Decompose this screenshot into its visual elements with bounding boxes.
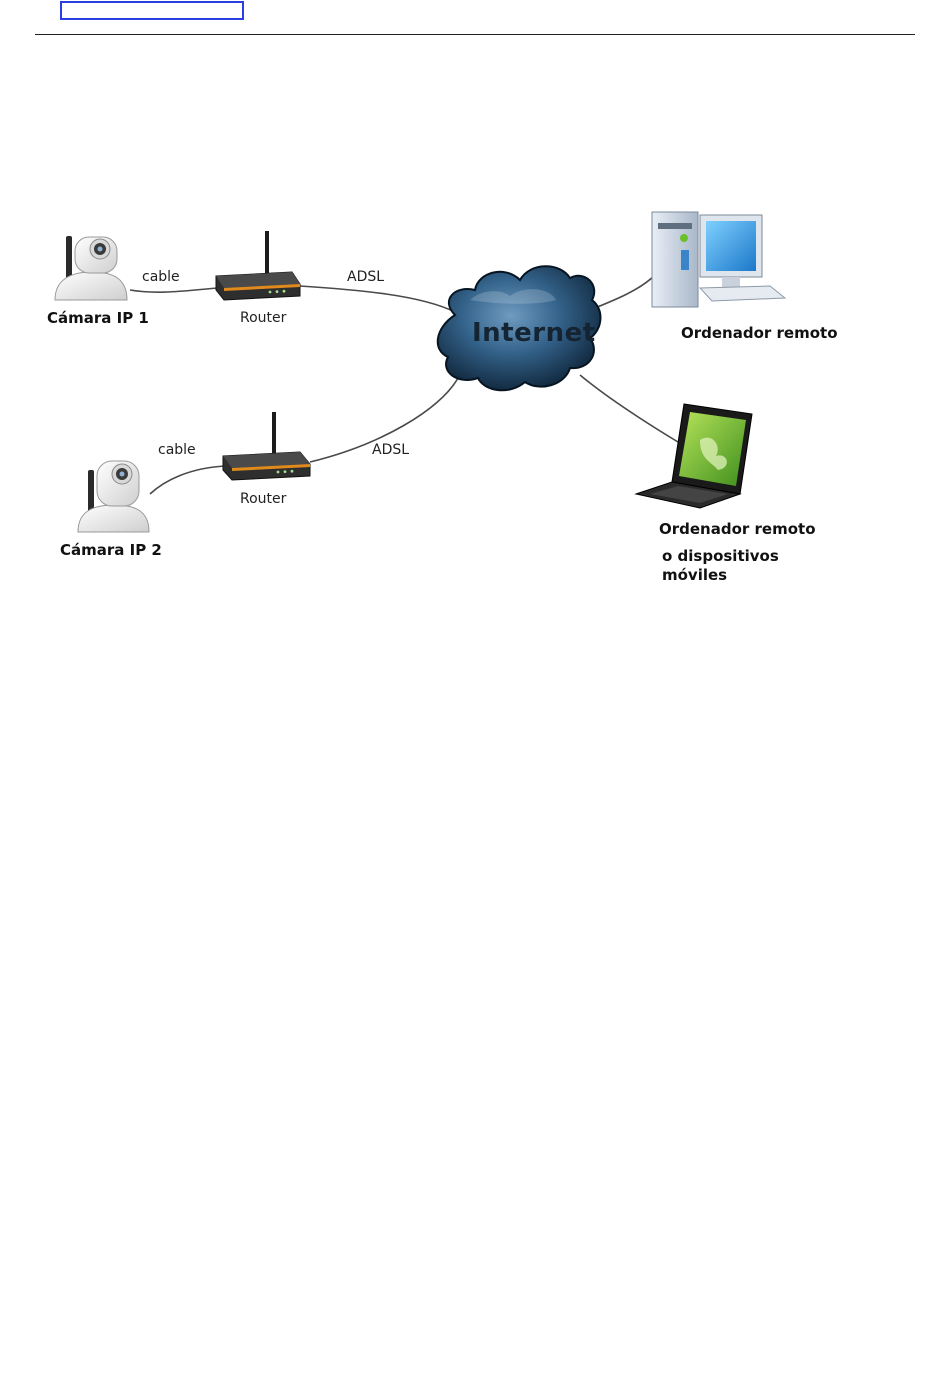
ip-camera-2-icon (78, 461, 149, 532)
link-label-camera1: cable (142, 269, 180, 285)
cloud-label: Internet (472, 318, 596, 348)
internet-cloud-icon: Internet (438, 266, 601, 390)
wire-camera1-router1 (130, 288, 218, 292)
wire-cloud-desktop (590, 275, 655, 310)
router-2-icon (223, 412, 310, 480)
laptop-label-line3: móviles (662, 566, 727, 584)
wire-camera2-router2 (150, 466, 225, 494)
router-1-icon (216, 231, 300, 300)
laptop-label-line2: o dispositivos (662, 547, 779, 565)
router2-label: Router (240, 491, 287, 507)
desktop-label: Ordenador remoto (681, 324, 838, 342)
desktop-computer-icon (652, 212, 785, 307)
link-label-router1: ADSL (347, 269, 384, 285)
wire-cloud-laptop (580, 375, 678, 442)
laptop-label-line1: Ordenador remoto (659, 520, 816, 538)
camera2-label: Cámara IP 2 (60, 541, 162, 559)
laptop-icon (636, 404, 752, 508)
link-label-camera2: cable (158, 442, 196, 458)
camera1-label: Cámara IP 1 (47, 309, 149, 327)
wire-router1-cloud (300, 286, 455, 312)
router1-label: Router (240, 310, 287, 326)
link-label-router2: ADSL (372, 442, 409, 458)
ip-camera-1-icon (55, 236, 127, 300)
